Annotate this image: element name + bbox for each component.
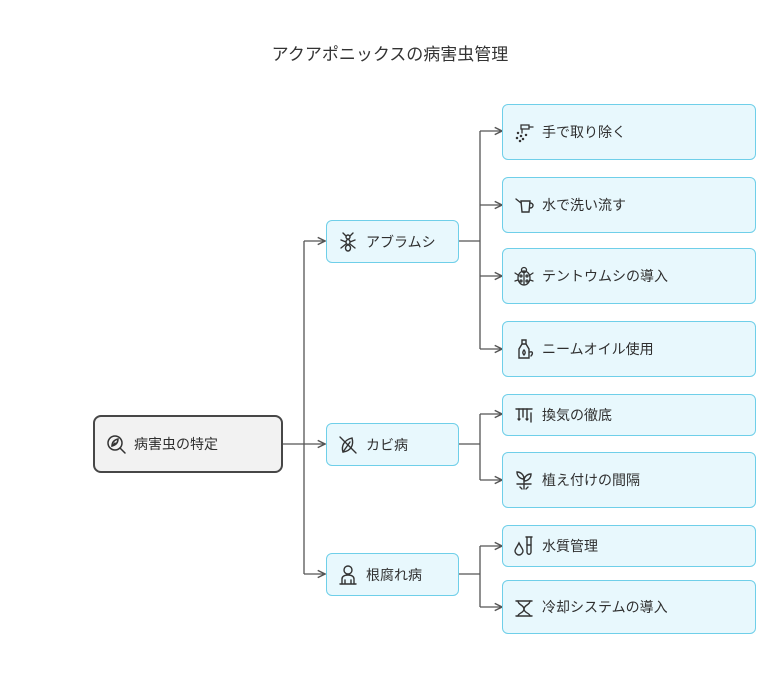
plant-pot-icon — [337, 564, 359, 586]
watering-can-icon — [513, 194, 535, 216]
leaf-label: テントウムシの導入 — [542, 269, 668, 285]
leaf-wash-off: 水で洗い流す — [502, 177, 756, 233]
leaf-label: ニームオイル使用 — [542, 342, 654, 358]
ventilation-icon — [513, 404, 535, 426]
leaf-label: 水で洗い流す — [542, 198, 626, 214]
ladybug-icon — [513, 265, 535, 287]
branch-label: 根腐れ病 — [366, 567, 422, 584]
root-label: 病害虫の特定 — [134, 437, 218, 453]
leaf-water-quality: 水質管理 — [502, 525, 756, 567]
ant-icon — [337, 231, 359, 253]
leaf-cooling-system: 冷却システムの導入 — [502, 580, 756, 634]
leaf-label: 植え付けの間隔 — [542, 473, 640, 489]
leaf-label: 手で取り除く — [542, 125, 626, 141]
search-leaf-icon — [105, 433, 127, 455]
root-node: 病害虫の特定 — [93, 415, 283, 473]
oil-bottle-icon — [513, 338, 535, 360]
spray-icon — [513, 121, 535, 143]
no-leaf-icon — [337, 434, 359, 456]
water-test-icon — [513, 535, 535, 557]
leaf-ventilation: 換気の徹底 — [502, 394, 756, 436]
cooling-icon — [513, 596, 535, 618]
leaf-spacing: 植え付けの間隔 — [502, 452, 756, 508]
leaf-label: 冷却システムの導入 — [542, 600, 668, 616]
leaf-label: 水質管理 — [542, 539, 598, 555]
sprout-icon — [513, 469, 535, 491]
branch-aphid: アブラムシ — [326, 220, 459, 263]
leaf-remove-by-hand: 手で取り除く — [502, 104, 756, 160]
leaf-neem-oil: ニームオイル使用 — [502, 321, 756, 377]
leaf-ladybug: テントウムシの導入 — [502, 248, 756, 304]
diagram-title: アクアポニックスの病害虫管理 — [271, 45, 509, 65]
leaf-label: 換気の徹底 — [542, 408, 612, 424]
branch-label: カビ病 — [366, 437, 408, 454]
branch-mold: カビ病 — [326, 423, 459, 466]
branch-label: アブラムシ — [366, 234, 436, 251]
branch-root-rot: 根腐れ病 — [326, 553, 459, 596]
